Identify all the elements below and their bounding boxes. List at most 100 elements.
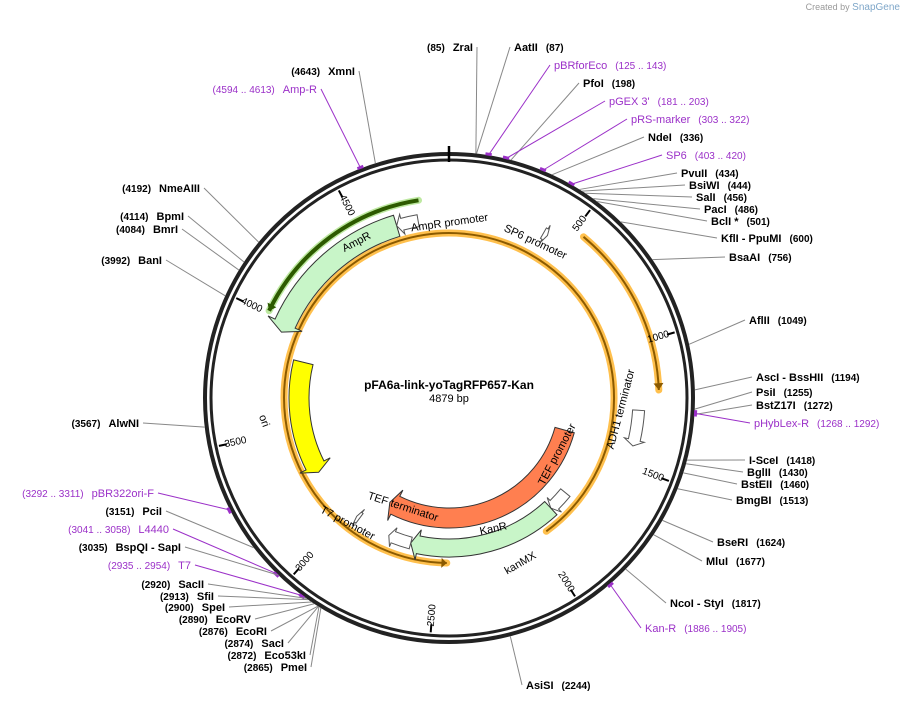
site-position: (1460) (780, 480, 809, 491)
leader-line (677, 488, 733, 501)
feature-t7-promoter (351, 509, 365, 526)
yellow-arc-1-glow (580, 233, 663, 394)
leader-line (488, 64, 551, 156)
leader-line (694, 376, 753, 391)
site-name: I-SceI (749, 455, 778, 467)
site-name: BseRI (717, 537, 748, 549)
site-name: ZraI (453, 42, 473, 54)
site-name: pBRforEco (554, 60, 607, 72)
tick-label: 3000 (294, 549, 317, 573)
enzyme-label: AscI - BssHII(1194) (756, 372, 860, 384)
leader-line (475, 46, 478, 154)
primer-label: (3292 .. 3311)pBR322ori-F (22, 488, 154, 500)
site-name: SfiI (197, 591, 214, 603)
site-name: AflII (749, 315, 770, 327)
site-position: (444) (728, 181, 751, 192)
tick-mark (235, 297, 244, 303)
site-name: Eco53kI (264, 650, 306, 662)
site-name: BanI (138, 255, 162, 267)
site-position: (2874) (224, 639, 253, 650)
leader-line (694, 412, 751, 424)
enzyme-label: BclI *(501) (711, 216, 770, 228)
leader-line (688, 319, 746, 345)
feature-ampr-promoter (396, 212, 420, 236)
site-position: (456) (724, 193, 747, 204)
enzyme-label: (3567)AlwNI (72, 418, 139, 430)
leader-line (505, 100, 606, 160)
primer-label: pBRforEco(125 .. 143) (554, 60, 666, 72)
site-position: (1049) (778, 316, 807, 327)
primer-label: pHybLex-R(1268 .. 1292) (754, 418, 879, 430)
enzyme-label: (4114)BpmI (120, 211, 184, 223)
leader-line (207, 583, 307, 599)
yellow-arc-1 (582, 236, 660, 391)
enzyme-label: (2900)SpeI (165, 602, 225, 614)
enzyme-label: BmgBI(1513) (736, 495, 808, 507)
site-position: (1418) (786, 456, 815, 467)
enzyme-label: (3035) BspQI - SapI (79, 542, 181, 554)
site-position: (2865) (244, 663, 273, 674)
site-position: (486) (735, 205, 758, 216)
site-name: NdeI (648, 132, 672, 144)
site-position: (4084) (116, 225, 145, 236)
feature-ampr (267, 214, 401, 333)
site-position: (3035) (79, 543, 108, 554)
site-name: SP6 (666, 150, 687, 162)
feature-label: T7 promoter (318, 504, 377, 543)
site-name: BspQI - SapI (116, 542, 181, 554)
leader-line (358, 70, 376, 164)
enzyme-label: (4192)NmeAIII (122, 183, 200, 195)
site-position: (1513) (779, 496, 808, 507)
tick-mark (666, 331, 675, 336)
tick-label: 4000 (239, 296, 264, 316)
site-position: (1268 .. 1292) (817, 419, 879, 430)
site-position: (1677) (736, 557, 765, 568)
site-name: L4440 (138, 524, 169, 536)
tick-mark (661, 477, 670, 482)
site-name: NcoI - StyI (670, 598, 724, 610)
leader-line (320, 88, 362, 169)
tick-mark (569, 589, 576, 597)
leader-line (683, 472, 738, 485)
leader-line (187, 215, 245, 263)
plasmid-size: 4879 bp (429, 393, 469, 405)
enzyme-label: BstEII(1460) (741, 479, 809, 491)
tick-mark (218, 443, 227, 447)
enzyme-label: BsaAI(756) (729, 252, 792, 264)
enzyme-label: PfoI(198) (583, 78, 635, 90)
primer-marker (539, 166, 547, 173)
leader-line (542, 118, 628, 171)
site-position: (1886 .. 1905) (684, 624, 746, 635)
site-position: (4643) (291, 67, 320, 78)
site-name: SacII (178, 579, 204, 591)
leader-line (652, 256, 726, 261)
site-name: SacI (261, 638, 284, 650)
feature-label: ori (256, 413, 271, 429)
feature-kanmx (387, 426, 575, 529)
leader-line (476, 46, 511, 154)
enzyme-label: BsiWI(444) (689, 180, 751, 192)
site-position: (2872) (228, 651, 257, 662)
site-name: NmeAIII (159, 183, 200, 195)
tick-label: 2000 (555, 570, 576, 595)
site-position: (3151) (106, 507, 135, 518)
feature-tef-promoter (546, 488, 571, 513)
site-name: MluI (706, 556, 728, 568)
enzyme-label: (2874) SacI (224, 638, 284, 650)
tick-label: 500 (571, 213, 590, 233)
site-name: pGEX 3' (609, 96, 650, 108)
yellow-arc-2-head (441, 557, 447, 568)
leader-line (287, 606, 319, 644)
site-name: Amp-R (283, 84, 317, 96)
leader-line (228, 601, 312, 608)
leader-line (609, 583, 642, 629)
leader-line (165, 259, 226, 297)
enzyme-label: (2913)SfiI (160, 591, 214, 603)
enzyme-label: (2890)EcoRV (179, 614, 252, 626)
site-position: (4594 .. 4613) (213, 85, 275, 96)
site-position: (85) (427, 43, 445, 54)
site-position: (1430) (779, 468, 808, 479)
feature-sp6-promoter (539, 225, 551, 244)
enzyme-label: AflII (1049) (749, 315, 807, 327)
primer-label: pRS-marker(303 .. 322) (631, 114, 749, 126)
